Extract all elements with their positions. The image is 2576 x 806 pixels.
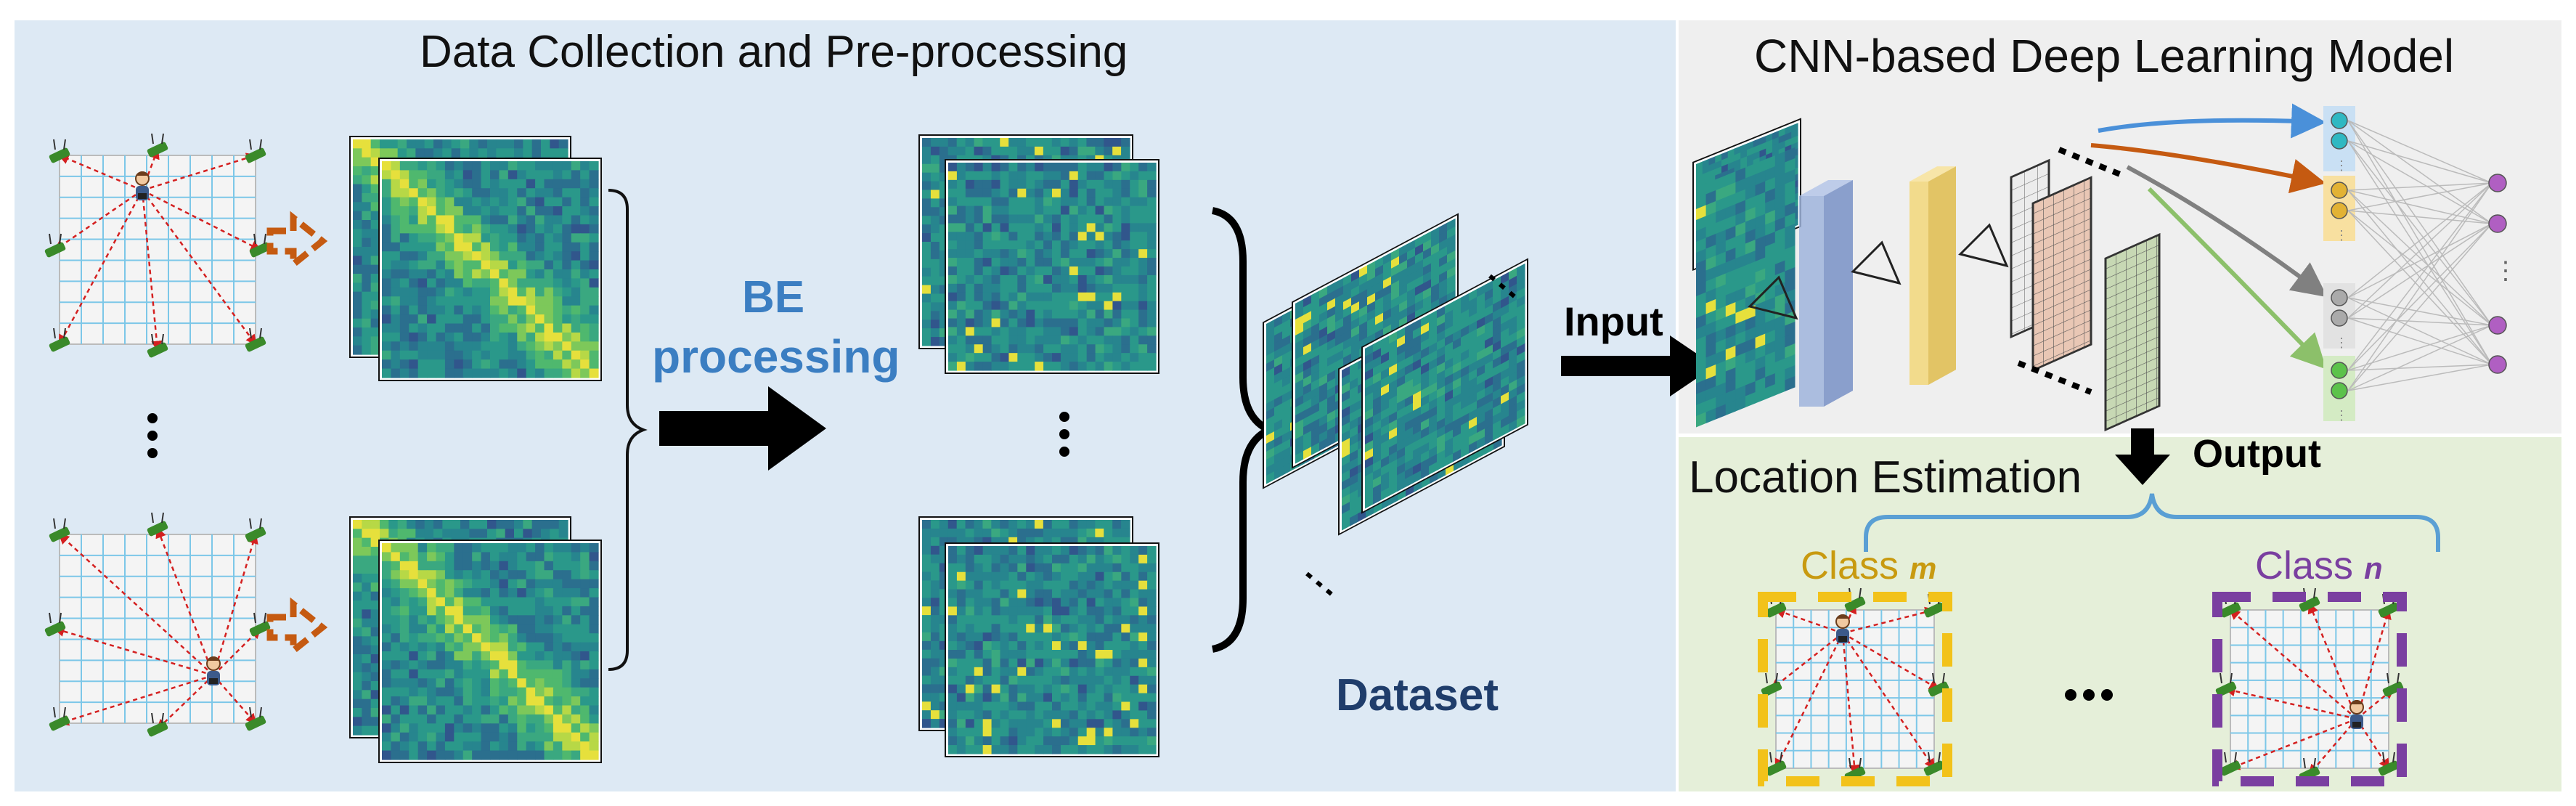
output-neuron-icon: [2488, 316, 2507, 335]
conv-layer-1: [1799, 180, 1853, 407]
cnn-network: ⋮⋮⋮⋮⋮: [1692, 103, 2518, 432]
output-label: Output: [2193, 432, 2321, 476]
person-icon: [2349, 700, 2364, 729]
be-label-line1: BE: [742, 272, 805, 322]
horizontal-ellipsis-icon: [2065, 689, 2113, 701]
output-neuron-icon: [2488, 355, 2507, 374]
person-icon: [135, 171, 150, 200]
router-icon: [49, 707, 70, 731]
vertical-ellipsis-icon: [147, 413, 158, 458]
person-icon: [206, 656, 221, 685]
router-icon: [245, 327, 266, 352]
dataset-stack: [1263, 213, 1528, 598]
person-icon: [1835, 614, 1850, 643]
heatmap-matrix: [378, 540, 602, 763]
location-panel-title: Location Estimation: [1689, 452, 2082, 502]
router-icon: [49, 518, 70, 542]
kernel-pyramid-icon: [1958, 223, 2009, 268]
router-icon: [1765, 752, 1787, 776]
be-label-line2: processing: [652, 330, 900, 383]
heatmap-stacks: [349, 134, 1159, 763]
neuron-icon: [2331, 112, 2348, 129]
router-icon: [44, 233, 66, 258]
router-icon: [249, 233, 271, 258]
dataset-matrix: [1361, 258, 1528, 514]
heatmap-matrix: [945, 159, 1159, 374]
grid-map: [44, 512, 271, 737]
feature-map-3: [2104, 232, 2161, 432]
brace-left-stacks: [608, 189, 648, 671]
output-arrow: [2115, 428, 2170, 485]
cnn-input-layer: [1696, 147, 1796, 428]
brace-classes: [1864, 493, 2440, 552]
left-panel-title: Data Collection and Pre-processing: [420, 27, 1128, 77]
class-n-box: [2212, 587, 2407, 786]
orange-arrow-icon: [266, 597, 328, 658]
neuron-icon: [2331, 309, 2348, 327]
output-neuron-icon: [2488, 174, 2507, 192]
router-icon: [49, 327, 70, 352]
grid-map: [44, 133, 271, 358]
kernel-pyramid-icon: [1851, 240, 1902, 285]
neuron-icon: [2331, 362, 2348, 379]
feature-map-2: [2031, 176, 2092, 373]
orange-arrow-icon: [266, 211, 328, 272]
router-icon: [245, 707, 266, 731]
router-icon: [2378, 752, 2400, 776]
output-neuron-icon: [2488, 214, 2507, 233]
heatmap-matrix: [378, 158, 602, 381]
router-icon: [147, 712, 168, 737]
neuron-icon: [2331, 182, 2348, 199]
class-boxes: [1758, 587, 2407, 786]
router-icon: [245, 139, 266, 163]
router-icon: [1923, 752, 1945, 776]
panel-divider-horizontal: [1677, 433, 2561, 437]
class-m-label: Class m: [1801, 544, 1937, 587]
router-icon: [1928, 672, 1949, 697]
conv-layer-2: [1909, 166, 1956, 385]
floor-grid-maps: [44, 133, 271, 737]
router-icon: [147, 512, 168, 537]
router-icon: [245, 518, 266, 542]
dataset-label: Dataset: [1336, 670, 1499, 720]
vertical-ellipsis-icon: [1059, 412, 1069, 457]
neuron-icon: [2331, 289, 2348, 306]
router-icon: [44, 612, 66, 637]
router-icon: [147, 333, 168, 358]
router-icon: [1761, 672, 1782, 697]
router-icon: [147, 133, 168, 158]
be-processing-arrow: [659, 386, 826, 471]
class-m-box: [1758, 587, 1952, 786]
heatmap-matrix: [1361, 258, 1528, 514]
router-icon: [2220, 752, 2241, 776]
class-n-label: Class n: [2255, 544, 2383, 587]
neuron-icon: [2331, 132, 2348, 150]
router-icon: [2382, 672, 2404, 697]
input-label: Input: [1564, 298, 1663, 344]
grid-map: [1761, 587, 1949, 782]
neuron-icon: [2331, 382, 2348, 399]
heatmap-matrix: [945, 542, 1159, 757]
router-icon: [249, 612, 271, 637]
grid-map: [2215, 587, 2404, 782]
kernel-pyramid-icon: [1748, 275, 1798, 320]
panel-divider-vertical: [1676, 20, 1679, 791]
router-icon: [2215, 672, 2237, 697]
brace-be-stacks: [1211, 207, 1279, 653]
neuron-icon: [2331, 202, 2348, 219]
input-arrow: [1561, 335, 1715, 396]
router-icon: [49, 139, 70, 163]
cnn-panel-title: CNN-based Deep Learning Model: [1754, 30, 2455, 82]
